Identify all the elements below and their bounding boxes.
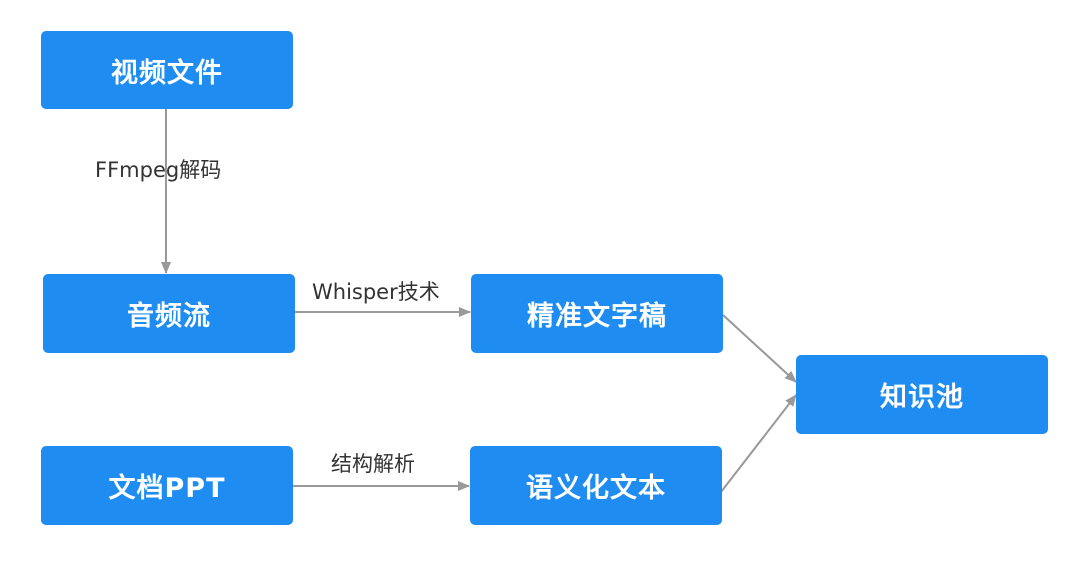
node-transcript-label: 精准文字稿 [527,301,667,332]
node-doc-ppt-label: 文档PPT [108,473,226,504]
edge-semantic-to-pool [720,394,797,493]
node-knowledge-pool-label: 知识池 [880,382,964,413]
node-transcript: 精准文字稿 [471,274,723,353]
node-semantic-text: 语义化文本 [470,446,722,525]
node-audio-stream: 音频流 [43,274,295,353]
node-audio-stream-label: 音频流 [127,301,211,332]
edge-label-structure-parse: 结构解析 [331,452,415,476]
edge-transcript-to-pool [722,314,797,383]
node-knowledge-pool: 知识池 [796,355,1048,434]
node-semantic-text-label: 语义化文本 [526,473,666,504]
node-doc-ppt: 文档PPT [41,446,293,525]
edge-label-whisper: Whisper技术 [312,280,440,304]
node-video-file: 视频文件 [41,31,293,109]
edge-label-ffmpeg: FFmpeg解码 [95,158,222,182]
node-video-file-label: 视频文件 [111,57,223,89]
